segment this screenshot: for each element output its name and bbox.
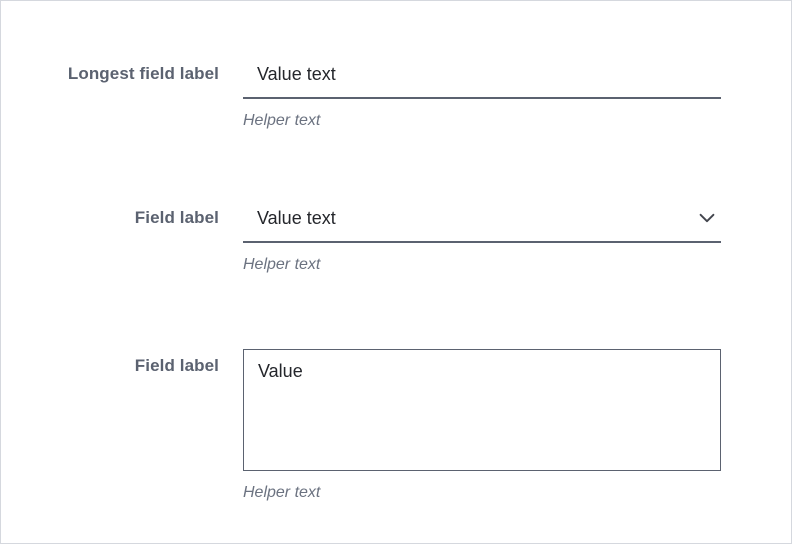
select-field-label: Field label [134,208,219,227]
textarea-field-control: Value Helper text [243,349,721,503]
textarea-input-value: Value [258,361,303,381]
select-input[interactable]: Value text [243,207,721,243]
text-field-label: Longest field label [67,64,219,83]
text-input-value: Value text [257,64,336,84]
chevron-down-icon[interactable] [695,207,719,229]
form-field-select: Field label Value text Helper text [41,207,721,275]
select-input-value: Value text [257,208,336,228]
form-field-textarea: Field label Value Helper text [41,349,721,503]
text-field-helper-text: Helper text [243,112,321,129]
select-field-control: Value text Helper text [243,207,721,275]
form-field-text: Longest field label Value text Helper te… [41,63,721,131]
select-field-helper-text: Helper text [243,256,321,273]
textarea-field-label: Field label [134,356,219,375]
text-input[interactable]: Value text [243,63,721,99]
textarea-input[interactable]: Value [243,349,721,471]
text-field-control: Value text Helper text [243,63,721,131]
textarea-field-helper-text: Helper text [243,484,321,501]
